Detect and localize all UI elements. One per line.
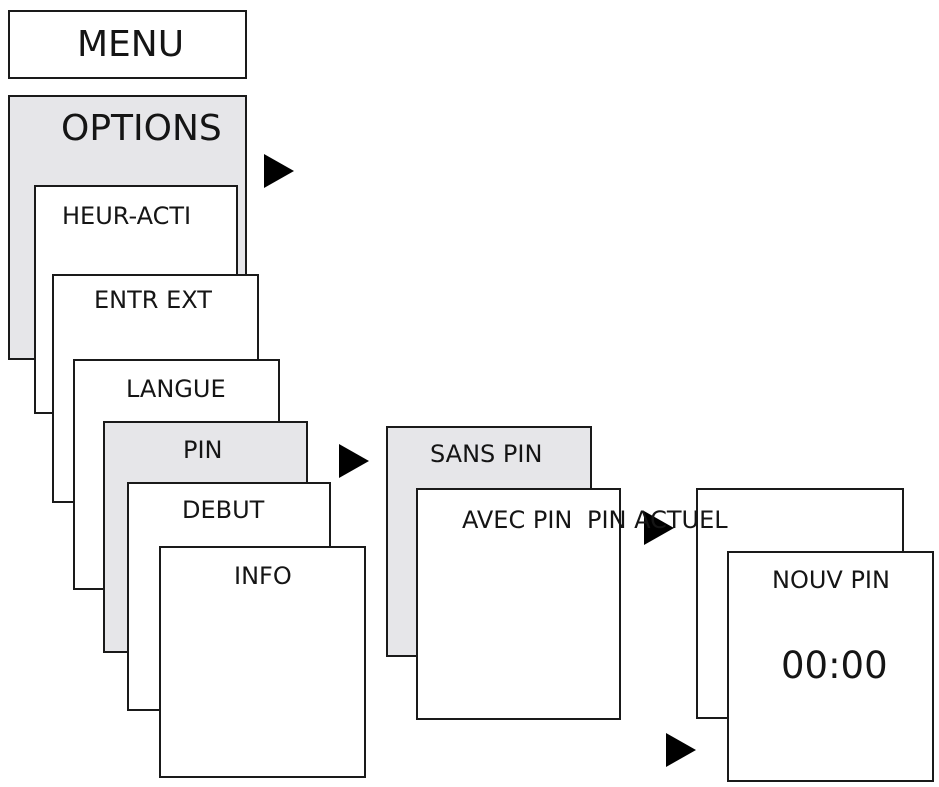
- arrow-right-icon: [339, 444, 369, 478]
- pin-option-sans-pin-label: SANS PIN: [430, 440, 543, 468]
- pin-option-avec-pin[interactable]: [416, 488, 621, 720]
- new-pin-title: NOUV PIN: [772, 566, 890, 594]
- arrow-right-icon: [264, 154, 294, 188]
- options-title: OPTIONS: [61, 108, 222, 149]
- pin-option-pin-actuel-label: PIN ACTUEL: [587, 506, 728, 534]
- menu-item-debut-label: DEBUT: [182, 496, 265, 524]
- menu-item-pin-label: PIN: [183, 436, 223, 464]
- arrow-right-icon: [666, 733, 696, 767]
- new-pin-box[interactable]: [727, 551, 934, 782]
- menu-item-entr-ext-label: ENTR EXT: [94, 286, 212, 314]
- menu-title: MENU: [77, 24, 185, 65]
- menu-item-info[interactable]: [159, 546, 366, 778]
- menu-box[interactable]: [8, 10, 247, 79]
- pin-option-avec-pin-label: AVEC PIN: [462, 506, 573, 534]
- new-pin-value: 00:00: [781, 644, 888, 687]
- arrow-right-icon: [644, 511, 674, 545]
- menu-item-langue-label: LANGUE: [126, 375, 226, 403]
- menu-item-info-label: INFO: [234, 562, 292, 590]
- menu-item-heur-acti-label: HEUR-ACTI: [62, 202, 192, 230]
